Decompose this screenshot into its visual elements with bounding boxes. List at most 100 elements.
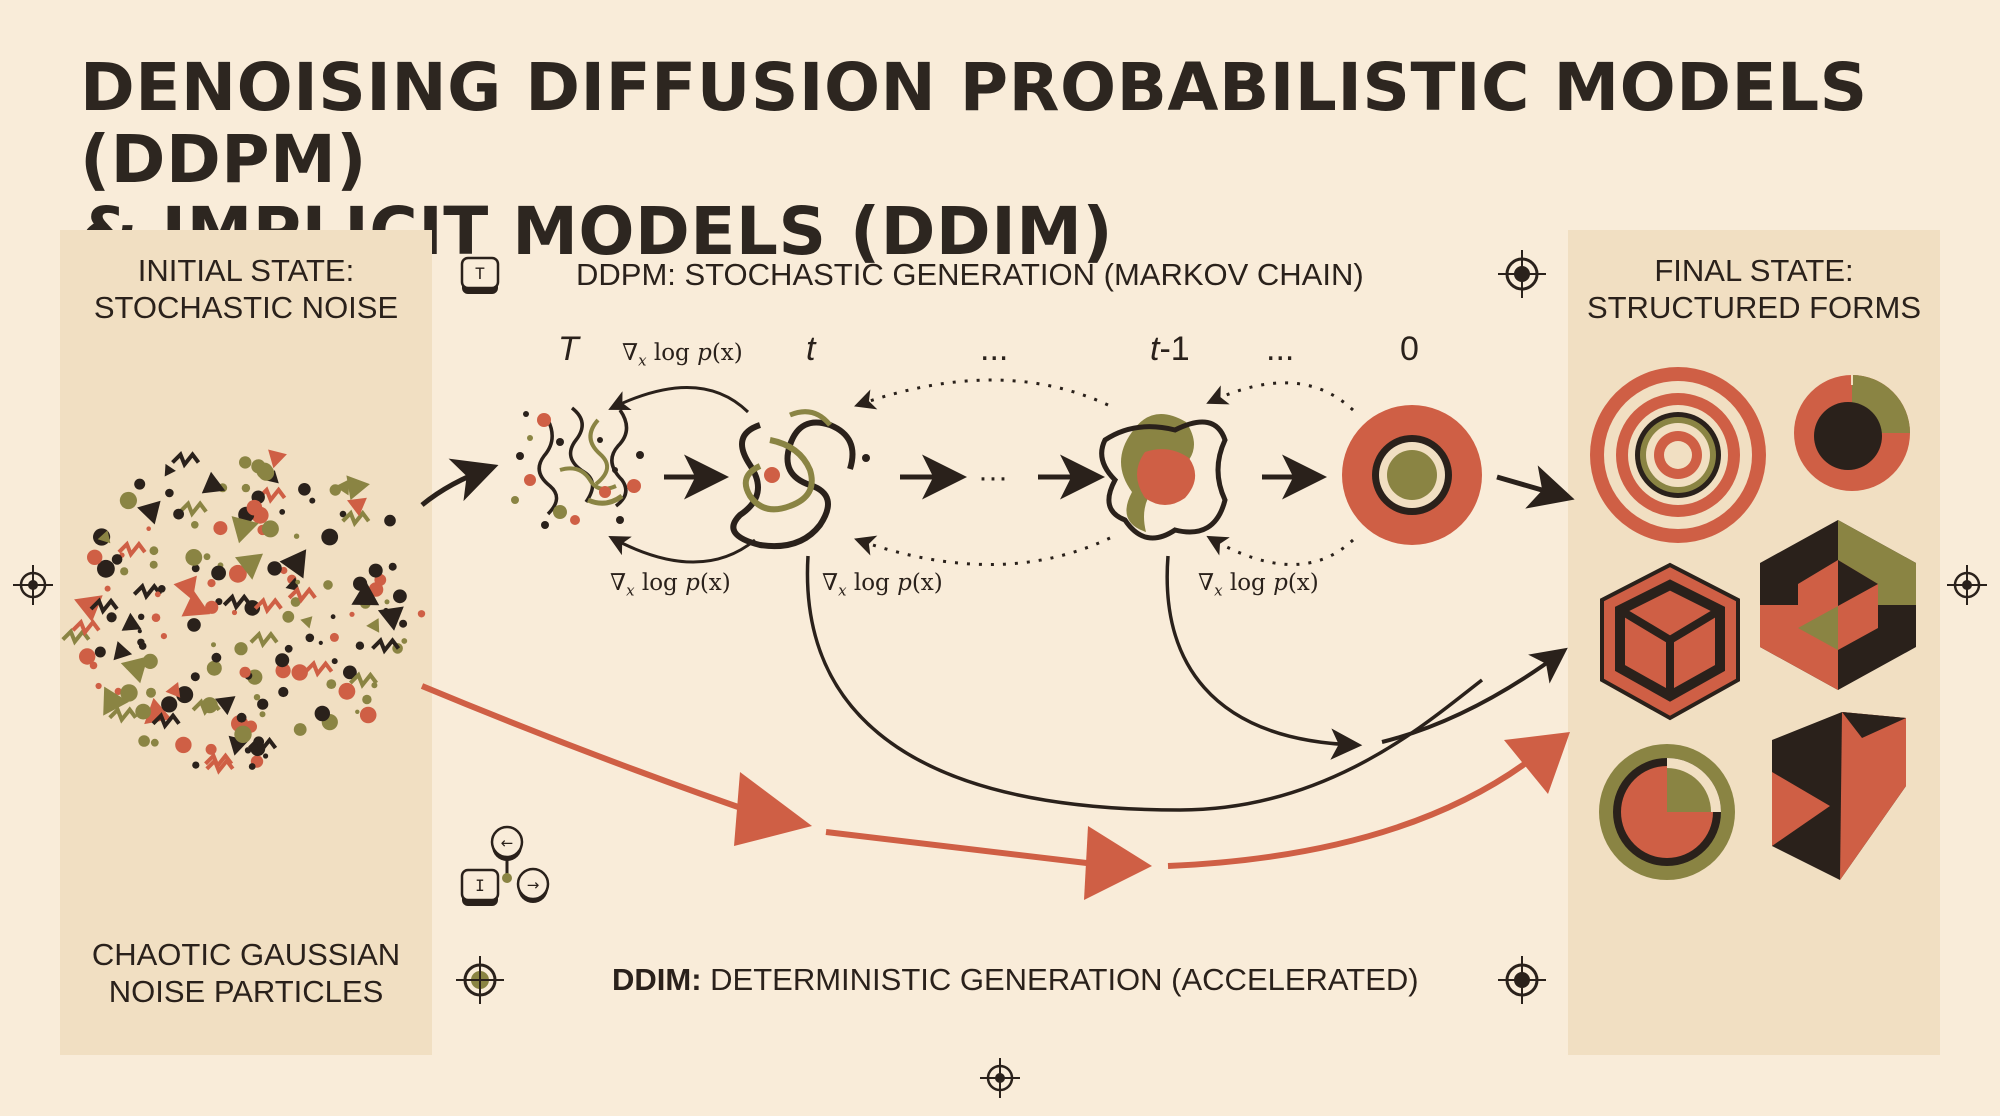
- score-label-bottom-1: ∇x log p(x): [610, 570, 731, 600]
- noise-particle: [234, 725, 252, 743]
- step-label-0: 0: [1400, 330, 1419, 368]
- score-nabla: ∇: [1198, 570, 1215, 596]
- noise-particle: [175, 736, 192, 754]
- noise-particle: [248, 736, 278, 755]
- noise-particle: [89, 597, 119, 615]
- final-state-heading-line-2: STRUCTURED FORMS: [1586, 290, 1922, 325]
- skip-arc-final: [1381, 647, 1568, 744]
- noise-particle: [249, 630, 279, 649]
- step-label-t-minus-1-var: t: [1150, 330, 1160, 368]
- ddim-label: DDIM: DETERMINISTIC GENERATION (ACCELERA…: [612, 961, 1419, 998]
- noise-particle: [304, 660, 334, 678]
- noise-particle: [368, 563, 383, 578]
- score-nabla: ∇: [622, 340, 639, 366]
- noise-particle: [205, 757, 235, 775]
- noise-particle: [244, 747, 252, 754]
- noise-particle: [97, 559, 115, 578]
- noise-particle: [314, 705, 330, 722]
- noise-particle: [181, 590, 211, 617]
- noise-particle: [229, 564, 247, 583]
- skip-arc-short: [1165, 555, 1363, 760]
- noise-particle: [173, 575, 197, 601]
- noise-particle: [95, 682, 102, 690]
- noise-particle: [185, 549, 203, 566]
- ddim-arrow-3-shaft: [1167, 757, 1532, 869]
- noise-particle: [146, 526, 151, 531]
- crosshair-icon-ddim-right: [1498, 956, 1546, 1004]
- noise-particle: [341, 509, 371, 528]
- noise-particle: [347, 497, 367, 517]
- initial-state-panel: INITIAL STATE: STOCHASTIC NOISE CHAOTIC …: [60, 230, 432, 1055]
- score-log: log: [1222, 570, 1274, 596]
- noise-particle: [239, 666, 251, 678]
- title-line-1: DENOISING DIFFUSION PROBABILISTIC MODELS…: [80, 49, 1868, 198]
- ddim-arrow-2-head: [1084, 826, 1152, 900]
- step-label-ellipsis-2: ...: [1266, 330, 1295, 368]
- noise-particle: [161, 696, 178, 713]
- chain-arrow-5: [1496, 465, 1575, 509]
- noise-particle: [119, 491, 137, 510]
- noise-particle: [359, 706, 377, 724]
- step-label-t-minus-1-offset: -1: [1159, 330, 1190, 368]
- noise-particle: [150, 738, 159, 747]
- noise-particle: [222, 593, 252, 611]
- noise-particle: [164, 463, 176, 477]
- score-arg: (x): [911, 570, 943, 596]
- noise-particle: [293, 533, 300, 539]
- score-nabla: ∇: [610, 570, 627, 596]
- ddim-arrow-3-head: [1504, 732, 1570, 794]
- step-label-T: T: [558, 330, 579, 368]
- form-pie-ring: [1599, 744, 1735, 880]
- form-wireframe-cube: [1600, 562, 1740, 721]
- initial-state-heading-line-2: STOCHASTIC NOISE: [93, 290, 399, 325]
- noise-particle: [309, 497, 316, 504]
- noise-particle: [290, 597, 301, 607]
- noise-particle: [355, 709, 360, 714]
- noise-particle: [132, 582, 162, 601]
- score-sub: x: [626, 581, 635, 600]
- noise-particle: [203, 553, 211, 561]
- noise-particle: [173, 508, 185, 520]
- noise-particle: [275, 663, 291, 679]
- noise-particle: [293, 723, 307, 736]
- noise-particle: [201, 697, 218, 714]
- noise-particle: [205, 743, 217, 755]
- noise-particle: [346, 475, 370, 501]
- noise-particle: [176, 686, 194, 704]
- final-state-heading-line-1: FINAL STATE:: [1654, 253, 1854, 288]
- noise-particle: [71, 618, 101, 637]
- noise-particle: [79, 648, 96, 665]
- noise-particle: [205, 600, 219, 614]
- noise-particle: [114, 687, 122, 696]
- noise-particle: [401, 638, 408, 644]
- noise-particle: [120, 656, 148, 684]
- noise-particle: [384, 514, 396, 527]
- noise-particle: [349, 611, 355, 617]
- score-arrow-bottom-2: [854, 535, 1111, 566]
- noise-particle: [154, 591, 161, 598]
- score-label-top: ∇x log p(x): [622, 340, 743, 370]
- noise-particle: [213, 521, 228, 536]
- noise-particle: [82, 602, 89, 609]
- noise-caption-line-1: CHAOTIC GAUSSIAN: [91, 937, 401, 972]
- noise-particle: [111, 554, 123, 565]
- noise-particle: [94, 646, 106, 658]
- noise-particle: [329, 632, 339, 642]
- noise-particle: [280, 566, 288, 575]
- noise-particle: [137, 629, 142, 634]
- form-prism: [1772, 712, 1906, 880]
- noise-particle: [295, 579, 301, 585]
- noise-particle: [142, 653, 158, 670]
- noise-particle: [275, 653, 290, 668]
- form-hexagon-cube: [1760, 520, 1916, 690]
- noise-particle: [151, 613, 161, 622]
- initial-state-heading: INITIAL STATE: STOCHASTIC NOISE: [60, 252, 432, 326]
- noise-particle: [321, 528, 339, 546]
- ddim-arrow-2-shaft: [825, 829, 1096, 867]
- crosshair-icon-right: [1947, 565, 1987, 605]
- noise-particle: [241, 483, 251, 493]
- score-arrow-top-2: [854, 378, 1109, 410]
- ddim-arrow-1-shaft: [420, 683, 771, 821]
- noise-particle: [287, 586, 317, 604]
- initial-state-heading-line-1: INITIAL STATE:: [137, 253, 355, 288]
